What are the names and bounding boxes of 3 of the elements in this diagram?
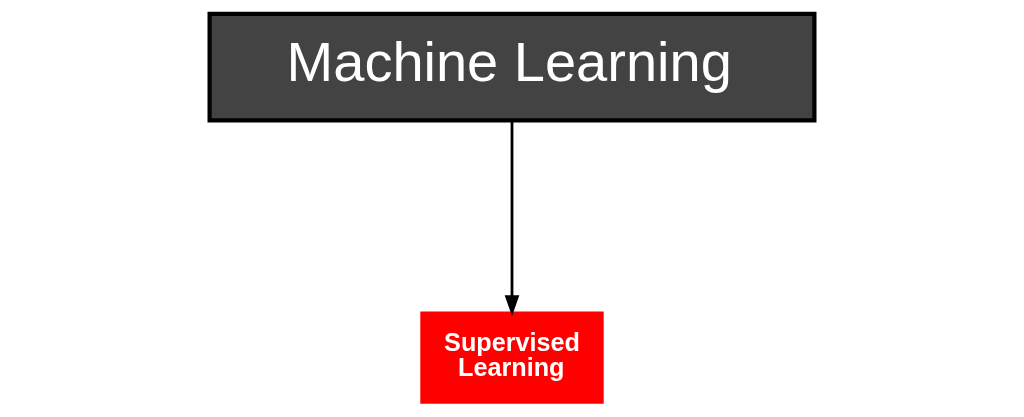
arrow <box>504 120 520 317</box>
node-box: Machine Learning <box>207 11 817 123</box>
node-box: Supervised Learning <box>420 311 604 404</box>
